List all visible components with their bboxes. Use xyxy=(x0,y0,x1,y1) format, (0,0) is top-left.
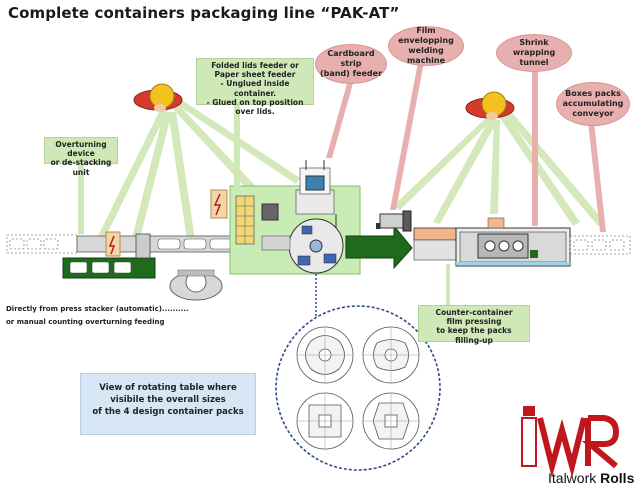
label-line: accumulating xyxy=(562,99,624,108)
italwork-logo xyxy=(521,406,620,478)
label-line: tunnel xyxy=(519,58,549,67)
caption-line: visibile the overall sizes xyxy=(110,395,226,405)
worker-bottom-icon xyxy=(169,269,223,301)
rotating-table-caption: View of rotating table where visibile th… xyxy=(80,373,256,435)
rotating-table-detail xyxy=(275,305,441,471)
label-counter-container: Counter-container film pressing to keep … xyxy=(418,305,530,345)
label-folded-lids-feeder: Folded lids feeder or Paper sheet feeder… xyxy=(196,58,314,116)
label-line: Shrink wrapping xyxy=(512,38,556,57)
brand-name: Italwork Rolls xyxy=(548,470,634,486)
caption-line: View of rotating table where xyxy=(99,383,237,393)
hazard-sign xyxy=(105,189,228,257)
label-line: Cardboard strip xyxy=(327,49,375,68)
label-line: welding machine xyxy=(406,46,446,65)
operator-view-rays xyxy=(96,100,605,240)
label-line: to keep the packs filling-up xyxy=(436,326,512,345)
label-line: Boxes packs xyxy=(565,89,621,98)
label-shrink-wrapping-tunnel: Shrink wrapping tunnel xyxy=(496,34,572,72)
label-boxes-packs-conveyor: Boxes packs accumulating conveyor xyxy=(556,82,630,126)
label-line: (band) feeder xyxy=(319,69,383,78)
counter-container xyxy=(413,227,459,241)
diagram-title: Complete containers packaging line “PAK-… xyxy=(8,4,400,22)
label-line: or de-stacking unit xyxy=(50,158,112,177)
label-cardboard-strip-feeder: Cardboard strip (band) feeder xyxy=(315,44,387,84)
label-line: - Glued on top position over lids. xyxy=(206,97,304,117)
caption-line: of the 4 design container packs xyxy=(92,407,244,417)
label-line: - Unglued inside container. xyxy=(220,79,290,98)
inbound-dashed-conveyor xyxy=(6,234,78,254)
label-line: conveyor xyxy=(572,109,614,118)
transfer-conveyor xyxy=(345,224,413,270)
label-line: film pressing xyxy=(446,317,502,327)
label-line: Overturning device xyxy=(55,140,107,159)
note-feeding-manual: or manual counting overturning feeding xyxy=(6,318,165,326)
worker-left-icon xyxy=(133,83,183,112)
label-line: Film envelopping xyxy=(398,26,454,45)
brand-name-regular: Italwork xyxy=(548,470,597,486)
label-line: Folded lids feeder or xyxy=(211,61,299,70)
outbound-dashed-conveyor xyxy=(569,235,631,255)
note-feeding-automatic: Directly from press stacker (automatic).… xyxy=(6,305,189,313)
label-overturning-device: Overturning device or de-stacking unit xyxy=(44,137,118,177)
worker-right-icon xyxy=(465,91,515,120)
label-line: Paper sheet feeder xyxy=(214,70,296,80)
label-film-enveloping-machine: Film envelopping welding machine xyxy=(388,26,464,66)
label-line: Counter-container xyxy=(435,308,513,317)
brand-name-bold: Rolls xyxy=(600,470,635,486)
